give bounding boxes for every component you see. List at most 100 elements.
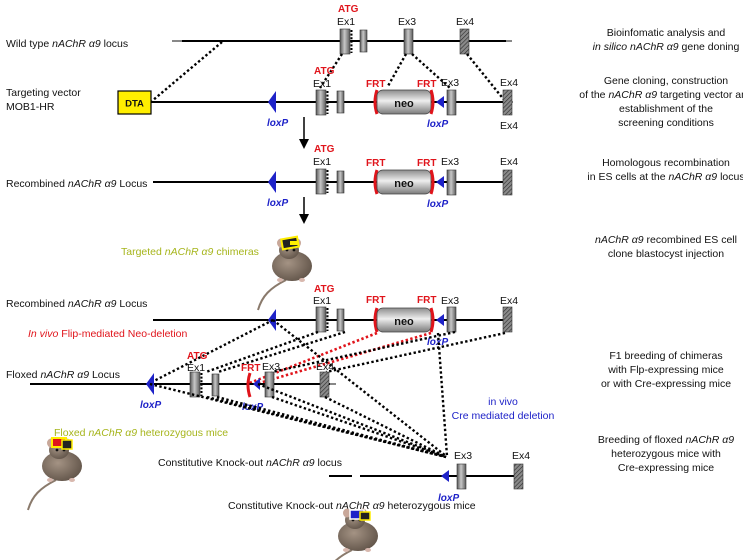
exon2-box [211, 373, 220, 397]
exon3-box [446, 89, 457, 116]
frt-marker-icon [429, 169, 435, 195]
row-recombined-2: Recombined nAChR α9 Locus ATG Ex1 FRT FR… [6, 284, 518, 348]
frt-marker-icon [373, 169, 379, 195]
cre-line2: Cre mediated deletion [452, 410, 555, 422]
step2-line4: screening conditions [618, 117, 714, 129]
step6-line3: Cre-expressing mice [618, 462, 714, 474]
ex3-label: Ex3 [398, 16, 416, 28]
tv-label-2: MOB1-HR [6, 101, 55, 113]
ex4-label: Ex4 [500, 295, 518, 307]
recombined-label-2: Recombined nAChR α9 Locus [6, 298, 147, 310]
exon1-box [315, 306, 327, 333]
exon4-box [513, 463, 524, 490]
exon1-box [315, 168, 327, 195]
ex4-label: Ex4 [500, 77, 518, 89]
exon3-box [264, 371, 275, 398]
down-arrow-icon [299, 197, 309, 224]
ex4-label: Ex4 [456, 16, 474, 28]
exon3-box [403, 28, 414, 55]
neo-label: neo [394, 178, 414, 190]
exon2-box [336, 170, 345, 194]
loxp-triangle-icon [441, 470, 449, 482]
exon1-box [315, 89, 327, 116]
wild-type-label: Wild type nAChR α9 locus [6, 38, 128, 50]
step6-line1: Breeding of floxed nAChR α9 [598, 434, 734, 446]
exon4-box [502, 169, 513, 196]
down-arrow-icon [299, 117, 309, 149]
ex1-label: Ex1 [313, 156, 331, 168]
atg-label: ATG [187, 351, 208, 362]
atg-label: ATG [314, 284, 335, 295]
frt-marker-icon [373, 89, 379, 115]
loxp-label: loxP [427, 119, 448, 130]
ex3-label: Ex3 [441, 295, 459, 307]
step4-line2: clone blastocyst injection [608, 248, 724, 260]
frt-label: FRT [366, 295, 385, 306]
ex4-label: Ex4 [512, 450, 530, 462]
step3-line2: in ES cells at the nAChR α9 locus [587, 171, 743, 183]
exon4-box [502, 89, 513, 116]
step5-line2: with Flp-expressing mice [607, 364, 724, 376]
row-targeting-vector: Targeting vector MOB1-HR DTA loxP ATG Ex… [6, 66, 518, 132]
chimera-caption: Targeted nAChR α9 chimeras [121, 246, 259, 258]
exon3-box [456, 463, 467, 490]
mouse-icon [257, 235, 313, 311]
frt-label: FRT [366, 158, 385, 169]
loxp-label: loxP [267, 118, 288, 129]
loxp-label: loxP [427, 337, 448, 348]
frt-label: FRT [366, 79, 385, 90]
exon1-box [339, 28, 351, 55]
neo-label: neo [394, 316, 414, 328]
ko-label: Constitutive Knock-out nAChR α9 locus [158, 457, 342, 469]
frt-label: FRT [417, 158, 436, 169]
step2-line2: of the nAChR α9 targeting vector and [579, 89, 743, 101]
ex3-label: Ex3 [262, 361, 280, 373]
ex1-label: Ex1 [313, 78, 331, 90]
row-floxed: Floxed nAChR α9 Locus loxP ATG Ex1 FRT l… [6, 351, 336, 413]
ex1-label: Ex1 [337, 16, 355, 28]
row-knockout: Constitutive Knock-out nAChR α9 locus lo… [158, 450, 530, 504]
exon2-box [336, 90, 345, 114]
exon3-box [446, 169, 457, 196]
exon4-box [459, 28, 470, 55]
ex4-label: Ex4 [316, 361, 334, 373]
neo-label: neo [394, 98, 414, 110]
row-wild-type: Wild type nAChR α9 locus ATG Ex1 Ex3 Ex4 [6, 4, 512, 55]
exon2-box [336, 308, 345, 332]
atg-label: ATG [338, 4, 359, 15]
step1-line2: in silico nAChR α9 gene doning [593, 41, 740, 53]
frt-label: FRT [417, 295, 436, 306]
atg-label: ATG [314, 66, 335, 77]
exon1-box [189, 371, 201, 398]
ex1-label: Ex1 [313, 295, 331, 307]
flip-deletion-caption: In vivo Flip-mediated Neo-deletion [28, 328, 188, 340]
loxp-label: loxP [267, 198, 288, 209]
loxp-label: loxP [140, 400, 161, 411]
loxp-triangle-icon [436, 314, 444, 326]
atg-label: ATG [314, 144, 335, 155]
floxed-label: Floxed nAChR α9 Locus [6, 369, 120, 381]
step1-line1: Bioinfomatic analysis and [607, 27, 726, 39]
step6-line2: heterozygous mice with [611, 448, 721, 460]
ex3-label: Ex3 [441, 156, 459, 168]
loxp-triangle-icon [436, 176, 444, 188]
recombined-label: Recombined nAChR α9 Locus [6, 178, 147, 190]
cre-line1: in vivo [488, 396, 518, 408]
exon4-box [502, 306, 513, 333]
dta-label: DTA [125, 99, 144, 110]
loxp-triangle-icon [268, 91, 276, 113]
step4-line1: nAChR α9 recombined ES cell [595, 234, 737, 246]
frt-marker-icon [246, 372, 252, 398]
frt-label: FRT [417, 79, 436, 90]
row-recombined: Recombined nAChR α9 Locus loxP ATG Ex1 F… [6, 144, 518, 210]
loxp-triangle-icon [253, 378, 260, 390]
ko-het-caption: Constitutive Knock-out nAChR α9 heterozy… [228, 500, 476, 512]
step5-line1: F1 breeding of chimeras [609, 350, 722, 362]
step3-line1: Homologous recombination [602, 157, 730, 169]
floxed-het-caption: Floxed nAChR α9 heterozygous mice [54, 427, 228, 439]
loxp-triangle-icon [436, 96, 444, 108]
frt-label: FRT [241, 363, 260, 374]
exon3-box [446, 306, 457, 333]
frt-marker-icon [429, 89, 435, 115]
